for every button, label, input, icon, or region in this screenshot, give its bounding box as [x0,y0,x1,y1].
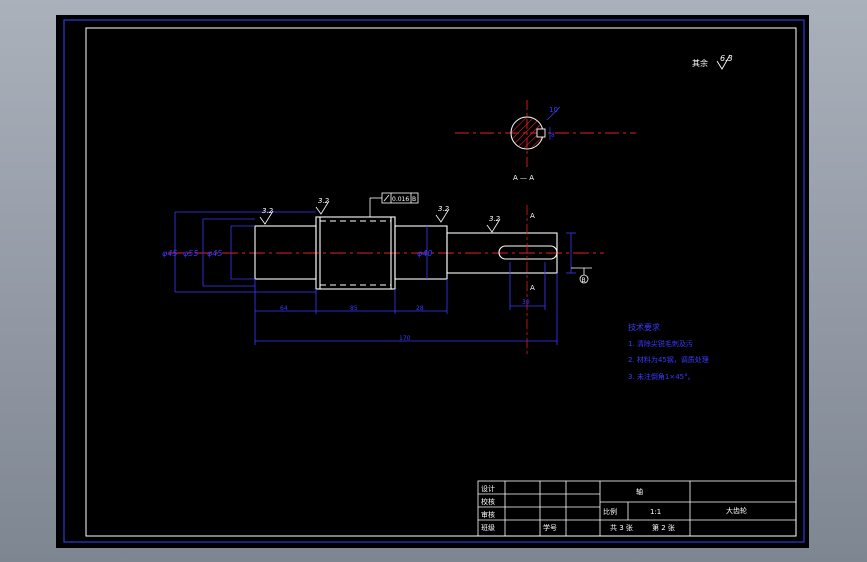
roughness-mark-value: 3.2 [318,197,330,205]
section-view: 10 8 A — A [455,100,636,182]
tb-label-check: 校核 [481,497,495,506]
tolerance-frame: 0.016 B [369,192,419,217]
tb-drawing-name: 轴 [636,487,643,496]
title-block [477,480,797,537]
roughness-rest-prefix: 其余 [692,58,708,68]
section-label: A — A [513,174,534,182]
roughness-mark-value: 3.2 [262,207,274,215]
length-seg-1: 64 [280,305,288,312]
roughness-rest-value: 6.3 [720,54,733,63]
section-dim-leader [546,106,561,121]
roughness-mark-icon [315,200,330,215]
datum-circle [579,274,589,284]
diameter-dimensions [174,211,576,293]
tb-label-review: 审核 [481,510,495,519]
section-marker-bottom: A [530,284,535,292]
tb-label-student-no: 学号 [543,523,557,532]
shaft-hidden-lines [320,220,391,286]
title-block-border [477,480,797,537]
tech-requirements: 技术要求 1. 清除尖锐毛刺及污 2. 材料为45钢，调质处理 3. 未注倒角1… [628,322,709,381]
roughness-mark-value: 3.2 [489,215,501,223]
roughness-mark-icon [259,210,274,225]
tb-label-design: 设计 [481,484,495,493]
dim-diameter-d4: φ40 [417,249,432,258]
tech-requirement-item: 1. 清除尖锐毛刺及污 [628,339,693,348]
length-seg-2: 85 [350,305,358,312]
section-dim-width: 10 [549,106,558,114]
tb-label-class: 班级 [481,523,495,532]
tech-requirements-title: 技术要求 [628,322,660,332]
tb-scale-value: 1:1 [650,508,661,516]
length-total: 170 [399,335,411,342]
shaft-body [254,216,558,290]
length-seg-3: 28 [416,305,424,312]
datum-letter: B [582,277,586,284]
shaft-keyway [498,245,558,260]
title-block-text: 设计 校核 审核 班级 学号 轴 比例 1:1 共 3 张 第 2 张 大齿轮 [481,484,747,532]
section-dim-depth: 8 [551,132,555,139]
roughness-symbol-icon [716,54,731,70]
roughness-mark-4: 3.2 [486,215,501,233]
tolerance-box [381,192,419,204]
tb-sheet-number: 第 2 张 [652,523,675,532]
keyway-depth-label: 30 [522,299,530,306]
outer-frame [63,19,805,543]
section-marker-top: A [530,212,535,220]
dim-diameter-d3: φ45 [207,249,222,258]
roughness-mark-3: 3.2 [435,205,450,223]
tolerance-datum: B [412,196,416,203]
tech-requirement-item: 3. 未注倒角1×45°。 [628,372,695,381]
tb-scale-label: 比例 [603,507,617,516]
runout-icon [383,194,390,202]
roughness-mark-1: 3.2 [259,207,274,225]
roughness-rest: 其余 6.3 [692,54,733,70]
tb-school: 大齿轮 [726,506,747,515]
inner-frame [85,27,797,537]
dim-diameter-d2: φ55 [183,249,198,258]
dim-diameter-d1: φ45 [162,249,177,258]
length-dimensions [254,273,558,345]
roughness-marks: 3.2 3.2 3.2 3.2 [259,197,501,233]
roughness-mark-2: 3.2 [315,197,330,215]
tech-requirement-item: 2. 材料为45钢，调质处理 [628,355,709,364]
roughness-mark-value: 3.2 [438,205,450,213]
roughness-mark-icon [486,218,501,233]
tolerance-value: 0.016 [392,196,409,203]
roughness-mark-icon [435,208,450,223]
section-keyway [536,128,546,138]
keyway-dimension [509,262,546,310]
drawing-sheet [56,15,809,548]
tb-sheets-total: 共 3 张 [610,523,633,532]
